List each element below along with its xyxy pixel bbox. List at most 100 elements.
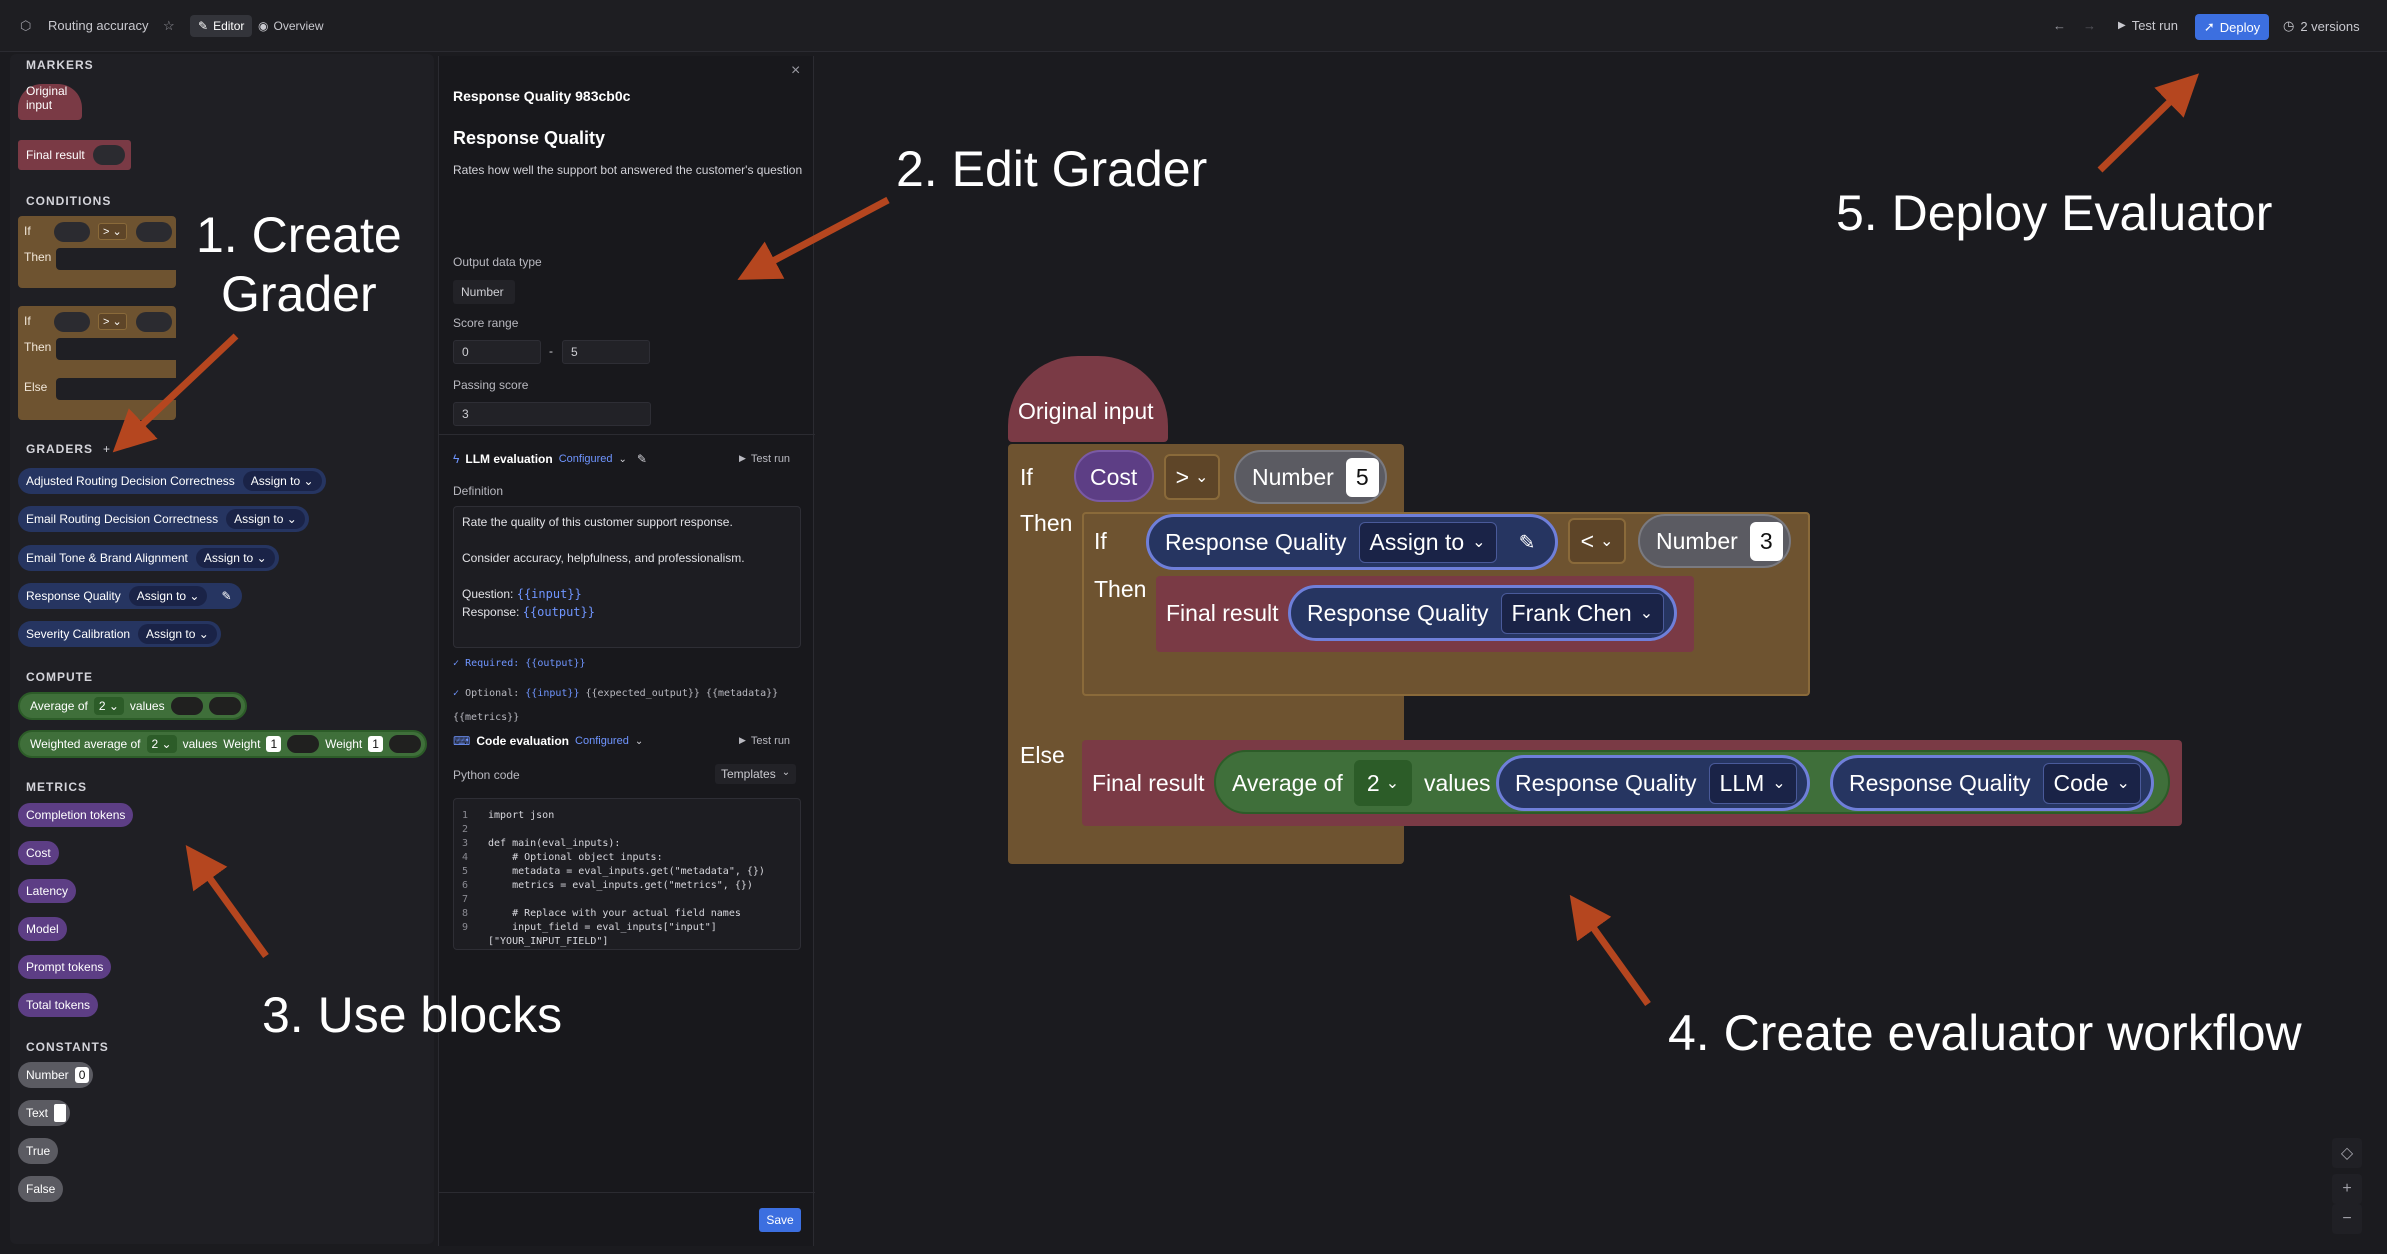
then-label: Then: [24, 340, 52, 354]
response-quality-grader-block[interactable]: Response Quality Assign to⌄ ✎: [1146, 514, 1559, 570]
average-block[interactable]: Average of 2 ⌄ values: [18, 692, 247, 720]
weighted-average-block[interactable]: Weighted average of 2 ⌄ values Weight 1 …: [18, 730, 427, 758]
false-constant-block[interactable]: False: [18, 1176, 64, 1202]
metric-block[interactable]: Model: [18, 917, 67, 941]
add-grader-icon[interactable]: +: [103, 442, 112, 456]
fit-view-icon[interactable]: ◇: [2332, 1138, 2362, 1168]
assign-select[interactable]: Assign to ⌄: [195, 548, 275, 568]
passing-score-input[interactable]: 3: [453, 402, 651, 426]
weight-input[interactable]: 1: [266, 736, 282, 752]
metric-block[interactable]: Total tokens: [18, 993, 99, 1017]
output-type-select[interactable]: Number: [453, 280, 515, 304]
empty-slot: [287, 735, 320, 753]
score-min-input[interactable]: 0: [453, 340, 541, 364]
assign-select[interactable]: Assign to ⌄: [128, 586, 208, 606]
then-drop-area[interactable]: [56, 248, 176, 270]
number-input[interactable]: 3: [1749, 521, 1783, 561]
response-quality-grader-block[interactable]: Response Quality Code⌄: [1830, 755, 2154, 811]
close-icon[interactable]: ×: [791, 62, 801, 79]
metric-block[interactable]: Cost: [18, 841, 59, 865]
check-icon: ✓: [453, 658, 460, 669]
zoom-out-icon[interactable]: −: [2332, 1204, 2362, 1234]
templates-label: Templates: [721, 767, 776, 781]
zoom-in-icon[interactable]: +: [2332, 1174, 2362, 1204]
condition-if-then-else-block[interactable]: If > ⌄ Then Else: [18, 306, 176, 420]
else-drop-area[interactable]: [56, 378, 176, 400]
if-label: If: [1020, 464, 1033, 490]
deploy-button[interactable]: ➚Deploy: [2195, 14, 2269, 40]
star-icon[interactable]: ☆: [163, 18, 175, 33]
assign-select[interactable]: LLM⌄: [1708, 762, 1797, 804]
versions-button[interactable]: ◷2 versions: [2283, 18, 2360, 34]
true-constant-block[interactable]: True: [18, 1138, 59, 1164]
count-select[interactable]: 2 ⌄: [93, 697, 124, 715]
save-button[interactable]: Save: [759, 1208, 801, 1232]
grader-description[interactable]: Rates how well the support bot answered …: [453, 163, 803, 177]
arrow-to-workflow: [1569, 894, 1651, 1007]
empty-slot: [170, 697, 203, 715]
metric-block[interactable]: Completion tokens: [18, 803, 134, 827]
response-quality-grader-block[interactable]: Response Quality Frank Chen⌄: [1288, 585, 1678, 641]
llm-evaluation-header[interactable]: ϟ LLM evaluation Configured ⌄ ✎: [453, 452, 647, 466]
cost-metric-block[interactable]: Cost: [1074, 450, 1154, 502]
text-input[interactable]: [54, 1104, 67, 1122]
number-input[interactable]: 5: [1345, 457, 1379, 497]
operator-select[interactable]: > ⌄: [98, 313, 127, 330]
score-max-input[interactable]: 5: [562, 340, 650, 364]
definition-editor[interactable]: Rate the quality of this customer suppor…: [453, 506, 801, 648]
operator-select[interactable]: <⌄: [1568, 518, 1626, 564]
assign-select[interactable]: Frank Chen⌄: [1500, 592, 1665, 634]
weight-input[interactable]: 1: [368, 736, 383, 752]
assign-select[interactable]: Code⌄: [2042, 762, 2141, 804]
number-input[interactable]: 0: [74, 1067, 90, 1083]
operator-select[interactable]: >⌄: [1164, 454, 1220, 500]
redo-icon[interactable]: →: [2083, 18, 2096, 33]
line-number: 9: [462, 922, 469, 933]
code-text: input_field = eval_inputs["input"]: [488, 922, 717, 933]
operator-select[interactable]: > ⌄: [98, 223, 127, 240]
count-select[interactable]: 2⌄: [1354, 760, 1412, 806]
then-drop-area[interactable]: [56, 338, 176, 360]
code-test-run-button[interactable]: ▶Test run: [739, 735, 790, 747]
question-var: {{input}}: [516, 587, 582, 601]
number-constant-block[interactable]: Number 0: [18, 1062, 94, 1088]
marker-final-result[interactable]: Final result: [18, 140, 131, 170]
llm-test-run-button[interactable]: ▶Test run: [739, 453, 790, 465]
assign-select[interactable]: Assign to ⌄: [226, 509, 305, 529]
grader-name[interactable]: Response Quality: [453, 128, 606, 148]
edit-pencil-icon[interactable]: ✎: [1518, 531, 1536, 554]
count-select[interactable]: 2 ⌄: [146, 735, 177, 753]
metric-block[interactable]: Prompt tokens: [18, 955, 112, 979]
code-evaluation-header[interactable]: ⌨ Code evaluation Configured ⌄: [453, 734, 643, 748]
assign-label: Assign to: [250, 474, 301, 488]
condition-if-then-block[interactable]: If > ⌄ Then: [18, 216, 176, 288]
metric-block[interactable]: Latency: [18, 879, 77, 903]
values-label: values: [129, 699, 165, 713]
response-quality-grader-block[interactable]: Response Quality LLM⌄: [1496, 755, 1810, 811]
graders-heading: GRADERS +: [26, 442, 111, 456]
assign-select[interactable]: Assign to ⌄: [242, 471, 322, 491]
edit-pencil-icon[interactable]: ✎: [221, 589, 232, 603]
tab-editor[interactable]: ✎Editor: [190, 15, 253, 37]
assign-select[interactable]: Assign to ⌄: [138, 624, 217, 644]
text-constant-block[interactable]: Text: [18, 1100, 71, 1126]
edit-pencil-icon[interactable]: ✎: [636, 452, 647, 466]
templates-select[interactable]: Templates⌄: [715, 764, 797, 784]
test-run-button[interactable]: ▶Test run: [2118, 18, 2178, 33]
code-line: 2: [462, 823, 792, 837]
definition-line: Rate the quality of this customer suppor…: [462, 515, 733, 529]
undo-icon[interactable]: ←: [2053, 18, 2066, 33]
marker-original-input[interactable]: Original input: [18, 84, 82, 120]
original-input-block[interactable]: Original input: [1008, 356, 1168, 442]
assign-select[interactable]: Assign to⌄: [1358, 521, 1497, 563]
constants-heading: CONSTANTS: [26, 1040, 109, 1054]
tab-overview[interactable]: ◉Overview: [250, 15, 332, 37]
